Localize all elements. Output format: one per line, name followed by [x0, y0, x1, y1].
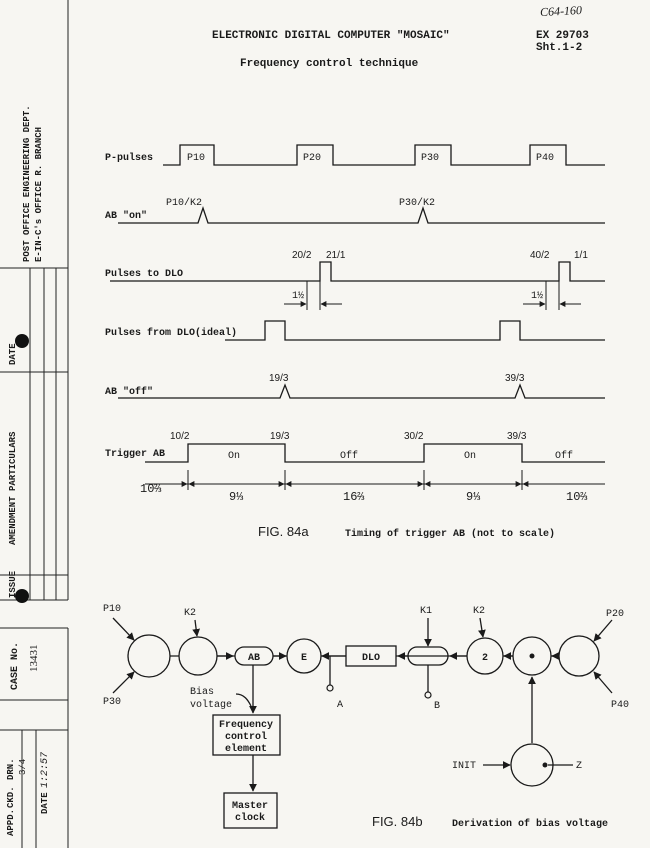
label-state-4: Off — [555, 450, 573, 462]
clock-line-2: clock — [235, 812, 265, 824]
label-ab: AB — [248, 653, 260, 664]
input-p40: P40 — [611, 700, 629, 711]
trace-ab-off — [118, 383, 605, 399]
label-pulse-1: P10 — [187, 153, 205, 164]
document-number: EX 29703 — [536, 30, 589, 42]
label-offset-1: 1½ — [292, 290, 304, 302]
punch-hole-bottom — [15, 589, 29, 603]
frequency-control-box — [212, 714, 281, 756]
label-e: E — [301, 653, 307, 664]
label-pulse-2: P20 — [303, 153, 321, 164]
label-trigger-mark-4: 39/3 — [507, 431, 527, 442]
label-duration-left: 10⅔ — [140, 482, 162, 496]
label-pulses-from-dlo: Pulses from DLO(ideal) — [105, 327, 237, 339]
trace-trigger-ab — [145, 443, 605, 463]
label-dlo-mark-1: 20/2 — [292, 250, 312, 261]
label-duration-4: 10⅔ — [566, 490, 588, 504]
fce-line-3: element — [225, 743, 267, 755]
label-ab-on-mark-1: P10/K2 — [166, 197, 202, 209]
caption-fig-84b: FIG. 84b — [372, 814, 423, 829]
input-p10: P10 — [103, 604, 121, 615]
label-trigger-mark-2: 19/3 — [270, 431, 290, 442]
output-label-b: B — [434, 701, 440, 712]
label-ab-on: AB "on" — [105, 210, 147, 222]
label-trigger-mark-1: 10/2 — [170, 431, 190, 442]
label-ab-off-mark-1: 19/3 — [269, 373, 289, 384]
input-init: INIT — [452, 761, 476, 772]
node-e — [286, 638, 322, 674]
label-bias-1: Bias — [190, 686, 214, 698]
label-state-1: On — [228, 451, 240, 462]
margin-ruling — [0, 0, 69, 848]
label-state-3: On — [464, 451, 476, 462]
label-trigger-mark-3: 30/2 — [404, 431, 424, 442]
caption-fig-84a: FIG. 84a — [258, 524, 309, 539]
input-z: Z — [576, 761, 582, 772]
document-title: ELECTRONIC DIGITAL COMPUTER "MOSAIC" — [212, 30, 450, 42]
label-dlo: DLO — [362, 653, 380, 664]
label-p-pulses: P-pulses — [105, 152, 153, 164]
input-p20: P20 — [606, 609, 624, 620]
caption-text-84b: Derivation of bias voltage — [452, 818, 608, 830]
trace-p-pulses — [163, 144, 605, 166]
clock-line-1: Master — [232, 801, 268, 812]
label-bias-2: voltage — [190, 699, 232, 711]
gate-circle-right-2 — [558, 635, 600, 677]
label-ab-off: AB "off" — [105, 386, 153, 398]
master-clock-box — [223, 792, 278, 829]
gate-circle-2 — [178, 636, 218, 676]
label-pulses-to-dlo: Pulses to DLO — [105, 268, 183, 280]
sheet-number: Sht.1-2 — [536, 42, 583, 54]
caption-text-84a: Timing of trigger AB (not to scale) — [345, 528, 555, 540]
label-state-2: Off — [340, 450, 358, 462]
fce-line-2: control — [225, 731, 267, 743]
label-duration-1: 9⅓ — [229, 490, 243, 504]
label-dlo-mark-4: 1/1 — [574, 250, 588, 261]
label-dlo-mark-3: 40/2 — [530, 250, 550, 261]
input-p30: P30 — [103, 697, 121, 708]
fce-line-1: Frequency — [219, 720, 273, 731]
label-duration-2: 16⅔ — [343, 490, 365, 504]
label-ab-on-mark-2: P30/K2 — [399, 197, 435, 209]
output-label-a: A — [337, 700, 343, 711]
label-trigger-ab: Trigger AB — [105, 448, 165, 460]
label-pulse-4: P40 — [536, 153, 554, 164]
label-2: 2 — [482, 653, 488, 664]
label-dlo-mark-2: 21/1 — [326, 250, 346, 261]
gate-circle-1 — [127, 634, 171, 678]
duration-dimension-line — [145, 470, 605, 490]
label-duration-3: 9⅓ — [466, 490, 480, 504]
input-k1: K1 — [420, 606, 432, 617]
label-pulse-3: P30 — [421, 153, 439, 164]
label-offset-2: 1½ — [531, 290, 543, 302]
input-k2-right: K2 — [473, 606, 485, 617]
trace-pulses-from-dlo — [225, 320, 605, 341]
trace-pulses-to-dlo — [110, 261, 605, 282]
punch-hole-top — [15, 334, 29, 348]
document-subtitle: Frequency control technique — [240, 58, 419, 70]
output-terminal-a — [326, 684, 334, 692]
label-ab-off-mark-2: 39/3 — [505, 373, 525, 384]
output-terminal-b — [424, 691, 432, 699]
trace-ab-on — [118, 205, 605, 224]
input-k2-left: K2 — [184, 608, 196, 619]
